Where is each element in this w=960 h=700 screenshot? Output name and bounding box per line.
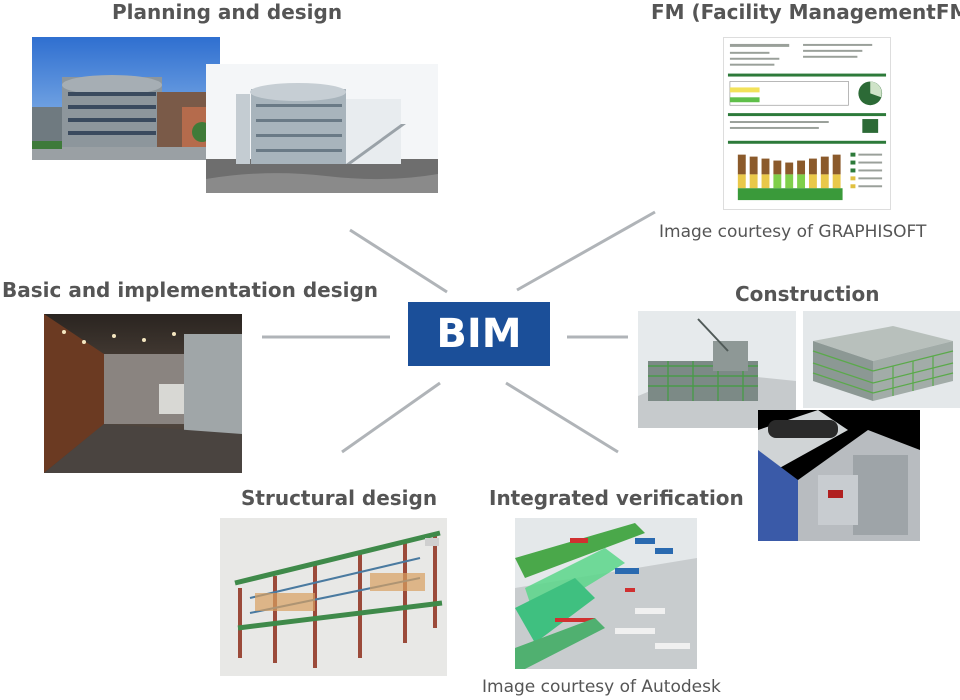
structural-steel-render [220,518,447,676]
fm-report-image [723,37,891,210]
planning-render [206,64,438,193]
connector-integrated [505,381,619,454]
integrated-label: Integrated verification [489,486,744,510]
connector-planning [349,228,448,294]
construction-render-2 [803,311,960,408]
fm-credit: Image courtesy of GRAPHISOFT [659,222,927,242]
construction-render-1 [638,311,796,428]
integrated-clash-render [515,518,697,669]
construction-detail-render [758,410,920,541]
planning-label: Planning and design [112,0,343,24]
basic-label: Basic and implementation design [2,278,379,302]
basic-interior-render [44,314,242,473]
planning-photo [32,37,220,160]
connector-structural [341,381,441,454]
bim-label: BIM [436,311,522,357]
connector-fm [516,210,656,292]
structural-label: Structural design [241,486,438,510]
fm-label: FM (Facility ManagementFM) [651,0,960,24]
bim-center-box: BIM [408,302,550,366]
construction-label: Construction [735,282,880,306]
integrated-credit: Image courtesy of Autodesk [482,677,721,697]
